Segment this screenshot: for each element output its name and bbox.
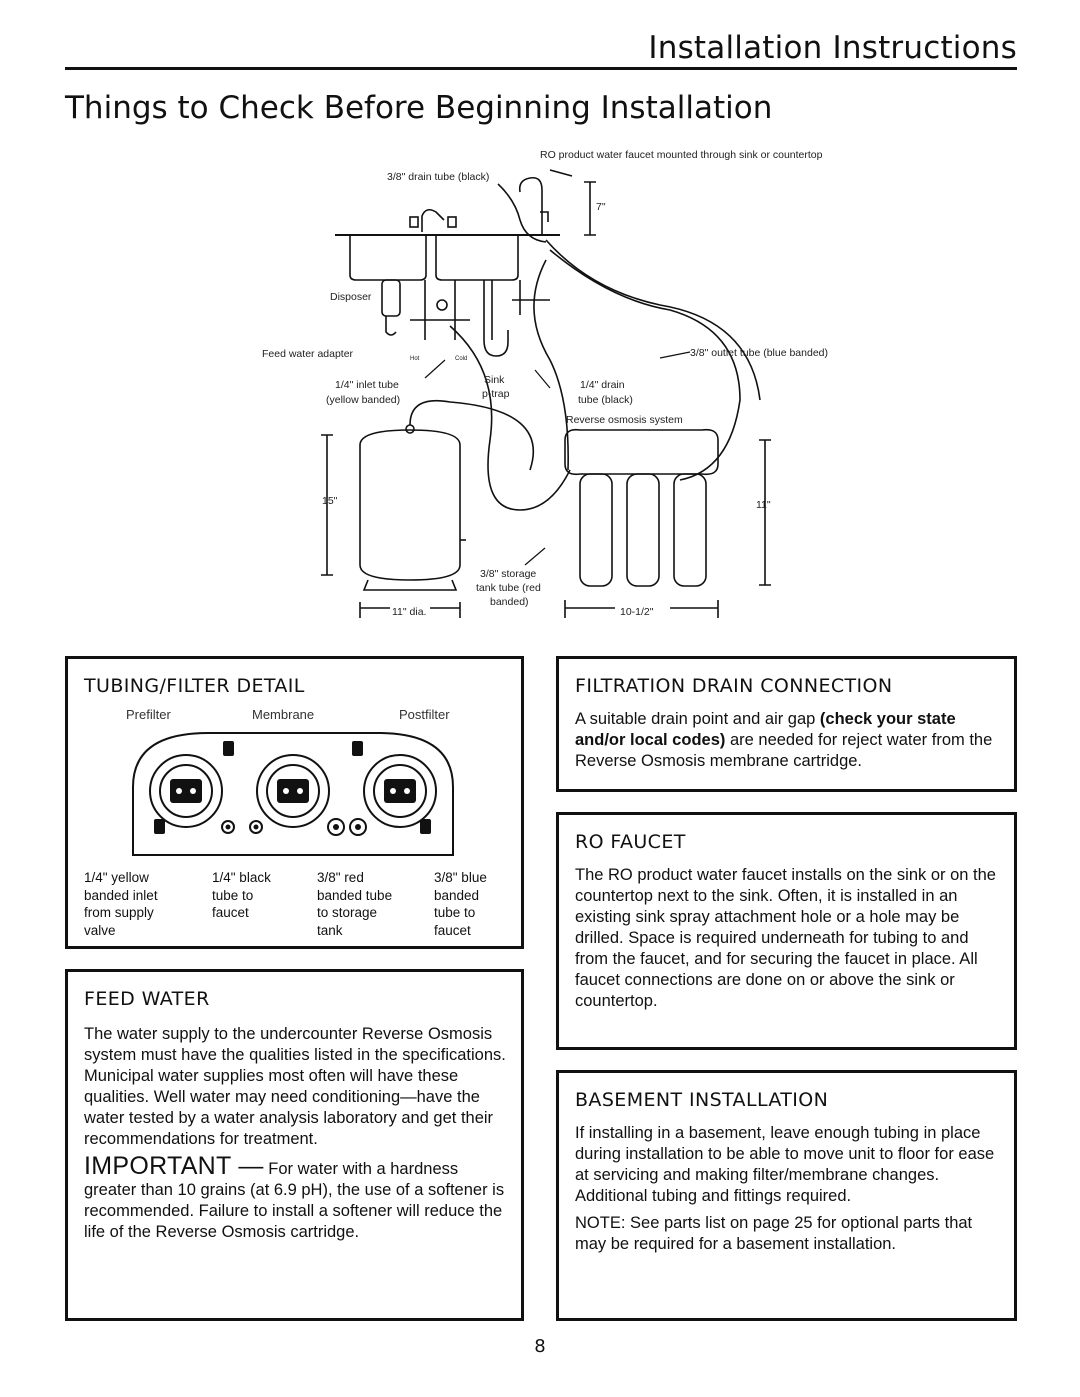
feed-water-box: FEED WATER The water supply to the under…: [65, 969, 524, 1321]
feed-adapter-label: Feed water adapter: [262, 348, 354, 360]
system-height-label: 11": [756, 499, 771, 511]
faucet-note-label: RO product water faucet mounted through …: [540, 149, 823, 161]
storage-tube-label-3: banded): [490, 596, 529, 608]
inlet-tube-label: 1/4" inlet tube: [335, 379, 399, 391]
prefilter-label: Prefilter: [126, 707, 171, 722]
drain-14-tube-label: tube (black): [578, 394, 633, 406]
system-width-label: 10-1/2": [620, 606, 654, 618]
feed-water-heading: FEED WATER: [84, 988, 210, 1010]
important-note: IMPORTANT — For water with a hardness gr…: [84, 1154, 507, 1243]
storage-tube-label-1: 3/8" storage: [480, 568, 536, 580]
ro-system-label: Reverse osmosis system: [566, 414, 683, 426]
tank-dia-label: 11" dia.: [392, 606, 426, 618]
cold-label: Cold: [455, 356, 467, 362]
important-word: IMPORTANT —: [84, 1152, 264, 1180]
storage-tube-label-2: tank tube (red: [476, 582, 541, 594]
drain-body: A suitable drain point and air gap (chec…: [575, 710, 993, 770]
page-title: Things to Check Before Beginning Install…: [65, 90, 773, 126]
header-rule: [65, 67, 1017, 70]
hot-label: Hot: [410, 356, 420, 362]
basement-note: NOTE: See parts list on page 25 for opti…: [575, 1214, 973, 1253]
feed-water-body: The water supply to the undercounter Rev…: [84, 1025, 506, 1148]
ro-faucet-body: The RO product water faucet installs on …: [575, 866, 996, 1010]
important-text: For water with a hardness greater than 1…: [84, 1160, 505, 1241]
filter-head-diagram: [132, 732, 454, 856]
outlet-tube-label: 3/8" outlet tube (blue banded): [690, 347, 828, 359]
sink-label: Sink: [484, 374, 505, 386]
basement-heading: BASEMENT INSTALLATION: [575, 1089, 829, 1111]
ro-faucet-heading: RO FAUCET: [575, 831, 686, 853]
faucet-height-label: 7": [596, 201, 606, 213]
membrane-label: Membrane: [252, 707, 315, 722]
page-number: 8: [534, 1336, 546, 1357]
drain-14-label: 1/4" drain: [580, 379, 625, 391]
installation-diagram: RO product water faucet mounted through …: [262, 149, 828, 618]
tank-height-label: 15": [322, 495, 338, 507]
section-title: Installation Instructions: [648, 30, 1017, 66]
postfilter-label: Postfilter: [399, 707, 450, 722]
inlet-tube-band-label: (yellow banded): [326, 394, 400, 406]
disposer-label: Disposer: [330, 291, 372, 303]
drain-tube-label: 3/8" drain tube (black): [387, 171, 489, 183]
tubing-heading: TUBING/FILTER DETAIL: [84, 675, 305, 697]
basement-box: BASEMENT INSTALLATION If installing in a…: [556, 1070, 1017, 1321]
note-label: NOTE:: [575, 1214, 626, 1232]
drain-connection-box: FILTRATION DRAIN CONNECTION A suitable d…: [556, 656, 1017, 792]
code-note: (check your state and/or local codes): [575, 710, 956, 749]
ro-faucet-box: RO FAUCET The RO product water faucet in…: [556, 812, 1017, 1050]
tubing-filter-box: TUBING/FILTER DETAIL Prefilter Membrane …: [65, 656, 524, 949]
basement-body: If installing in a basement, leave enoug…: [575, 1124, 995, 1205]
drain-heading: FILTRATION DRAIN CONNECTION: [575, 675, 893, 697]
ptrap-label: p-trap: [482, 388, 510, 400]
